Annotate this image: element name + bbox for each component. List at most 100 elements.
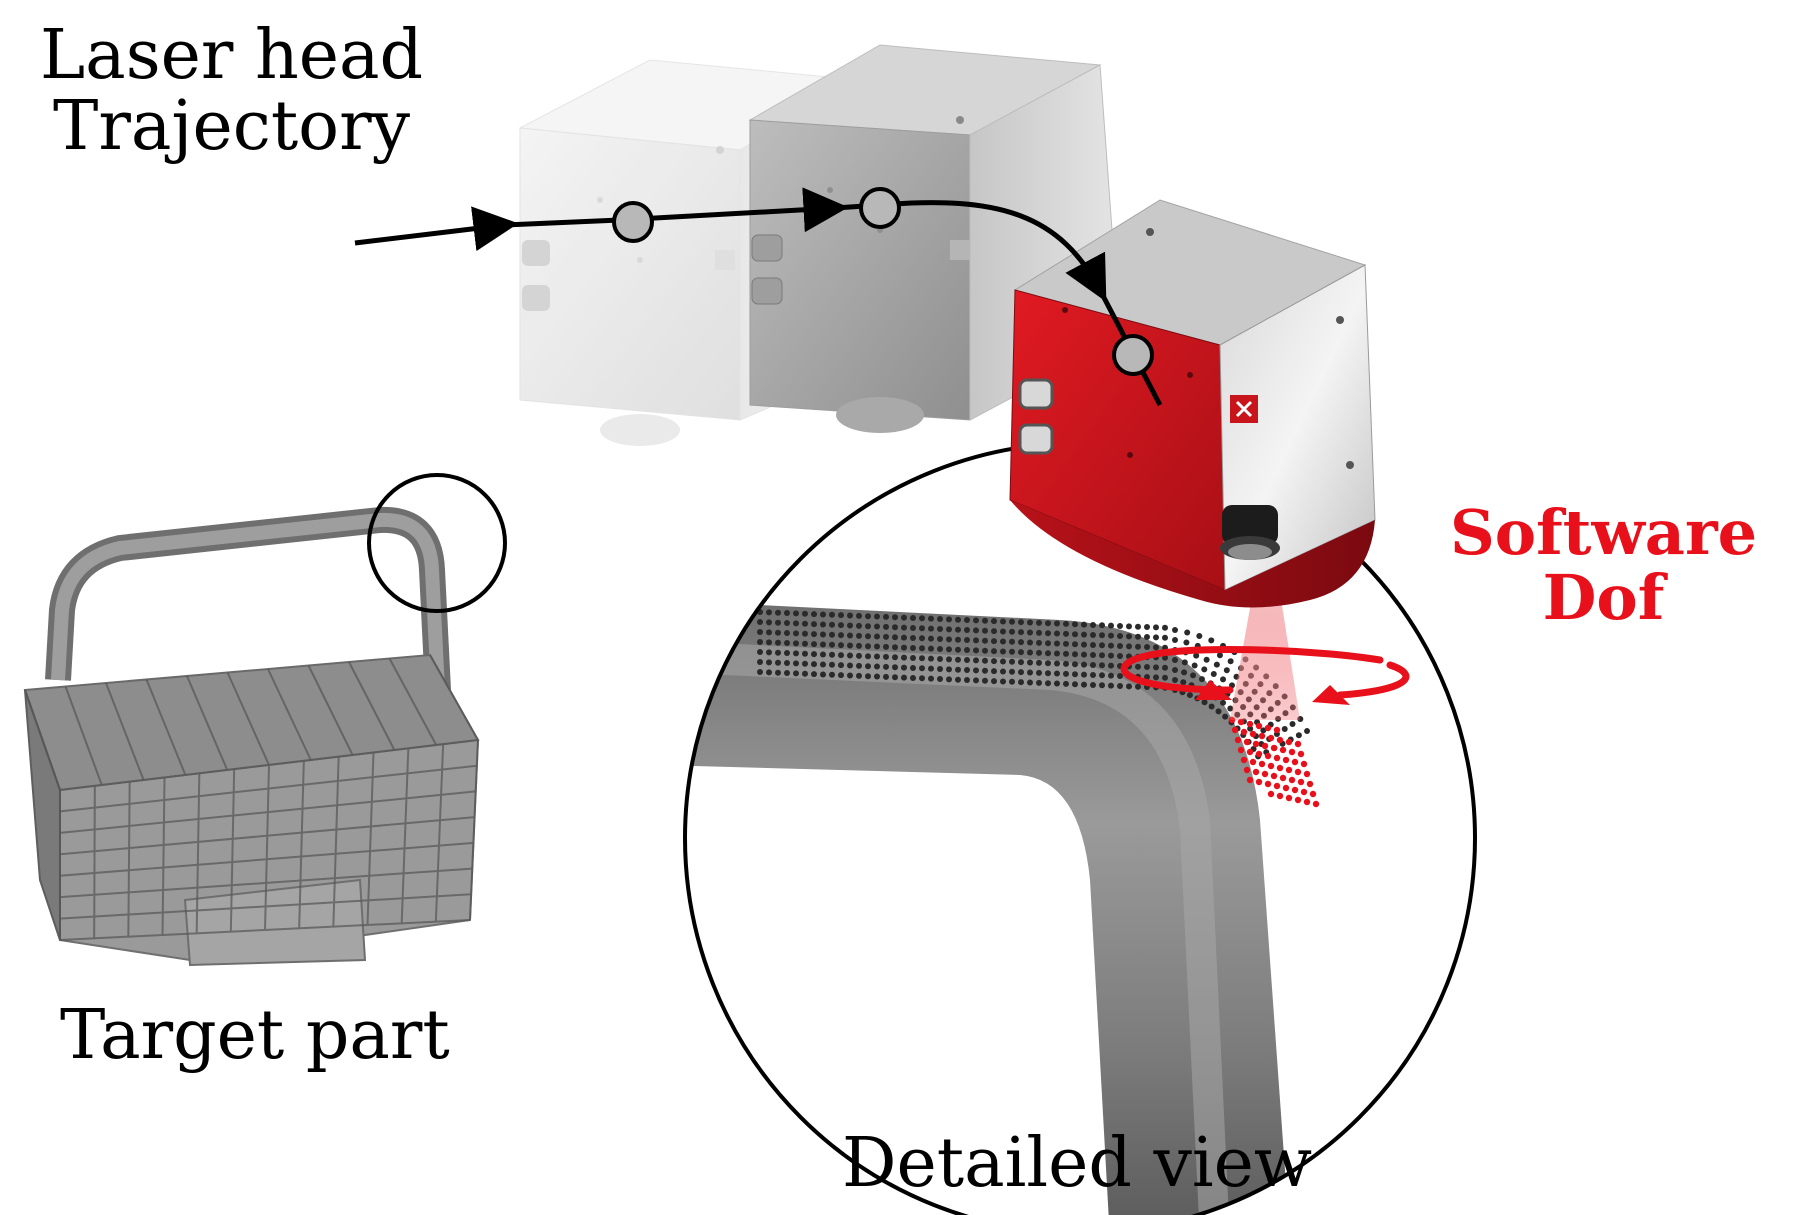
marking-dot [1063, 650, 1069, 657]
marking-dot [964, 677, 970, 684]
basket-grid-line [93, 785, 96, 939]
marking-dot [838, 622, 844, 629]
marking-dot [1027, 649, 1033, 656]
marking-dot [928, 625, 934, 632]
marking-dot [847, 612, 853, 619]
marking-dot [1144, 664, 1150, 671]
marking-dot [982, 677, 988, 684]
marking-dot [892, 664, 898, 671]
marking-dot [1203, 656, 1210, 663]
basket-grid-line [400, 748, 410, 924]
marking-dot [973, 637, 979, 644]
marking-dot [775, 659, 781, 666]
lens-icon [1222, 505, 1278, 545]
marking-dot [1099, 672, 1105, 679]
marking-dot-red [1282, 784, 1290, 792]
marking-dot [1135, 683, 1141, 690]
marking-dot [919, 645, 925, 652]
marking-dot [1216, 652, 1223, 659]
marking-dot [982, 637, 988, 644]
marking-dot [793, 650, 799, 657]
marking-dot [856, 672, 862, 679]
marking-dot [1304, 728, 1311, 735]
marking-dot [1054, 620, 1060, 627]
marking-dot [946, 636, 952, 643]
basket-grid-line [366, 752, 375, 926]
marking-dot [1000, 638, 1006, 645]
marking-dot [1090, 631, 1096, 638]
marking-dot [1099, 652, 1105, 659]
marking-dot [1162, 664, 1168, 671]
marking-dot [829, 611, 835, 618]
marking-dot-red [1270, 772, 1278, 780]
basket-grid-line [59, 790, 476, 834]
basket-grid-line [434, 744, 445, 922]
marking-dot [1215, 708, 1222, 715]
marking-dot-red [1279, 746, 1287, 754]
marking-dot [820, 661, 826, 668]
marking-dot-red [1267, 734, 1275, 742]
marking-dot [1018, 649, 1024, 656]
marking-dot [964, 637, 970, 644]
marking-dot [874, 673, 880, 680]
marking-dot [802, 640, 808, 647]
marking-dot [820, 671, 826, 678]
marking-dot [883, 633, 889, 640]
marking-dot [991, 628, 997, 635]
marking-dot [1108, 622, 1114, 629]
marking-dot [856, 632, 862, 639]
marking-dot-red [1234, 736, 1242, 744]
marking-dot [1063, 620, 1069, 627]
marking-dot [1223, 667, 1230, 674]
basket-grid-line [24, 689, 61, 791]
marking-dot [946, 646, 952, 653]
marking-dot [1162, 674, 1168, 681]
marking-dot [1108, 632, 1114, 639]
marking-dot [991, 658, 997, 665]
basket-grid-line [59, 867, 473, 899]
marking-dot-red [1237, 746, 1245, 754]
marking-dot [847, 622, 853, 629]
basket-grid-line [145, 679, 187, 776]
marking-dot [1009, 678, 1015, 685]
basket-grid-line [307, 665, 354, 756]
marking-dot [1009, 648, 1015, 655]
marking-dot [1135, 623, 1141, 630]
marking-dot [901, 664, 907, 671]
marking-dot [1072, 631, 1078, 638]
marking-dot [910, 624, 916, 631]
marking-dot [1289, 721, 1296, 727]
basket-grid-line [229, 769, 236, 932]
marking-dot [856, 622, 862, 629]
marking-dot [874, 663, 880, 670]
marking-dot [811, 661, 817, 668]
marking-dot [802, 660, 808, 667]
marking-dot [1126, 623, 1132, 630]
marking-dot [973, 627, 979, 634]
marking-dot [910, 654, 916, 661]
marking-dot [1018, 639, 1024, 646]
marking-dot [820, 651, 826, 658]
marking-dot-red [1264, 724, 1272, 732]
marking-dot [1099, 622, 1105, 629]
marking-dot [1126, 633, 1132, 640]
marking-dot [937, 616, 943, 622]
marking-dot [946, 626, 952, 633]
marking-dot-red [1258, 732, 1266, 740]
marking-dot-red [1291, 758, 1299, 766]
rotation-arrows-icon [1120, 646, 1410, 705]
marking-dot [928, 665, 934, 672]
marking-dot [964, 617, 970, 624]
marking-dot [838, 642, 844, 649]
marking-dot [1191, 662, 1198, 669]
marking-dot [757, 649, 763, 655]
marking-dot [1153, 674, 1159, 681]
marking-dot [1009, 668, 1015, 675]
marking-dot [829, 661, 835, 668]
marking-dot [883, 613, 889, 620]
marking-dot [964, 647, 970, 654]
marking-dot [1196, 632, 1203, 639]
marking-dot [1036, 679, 1042, 686]
marking-dot [910, 614, 916, 621]
basket-grid-line [195, 773, 201, 934]
